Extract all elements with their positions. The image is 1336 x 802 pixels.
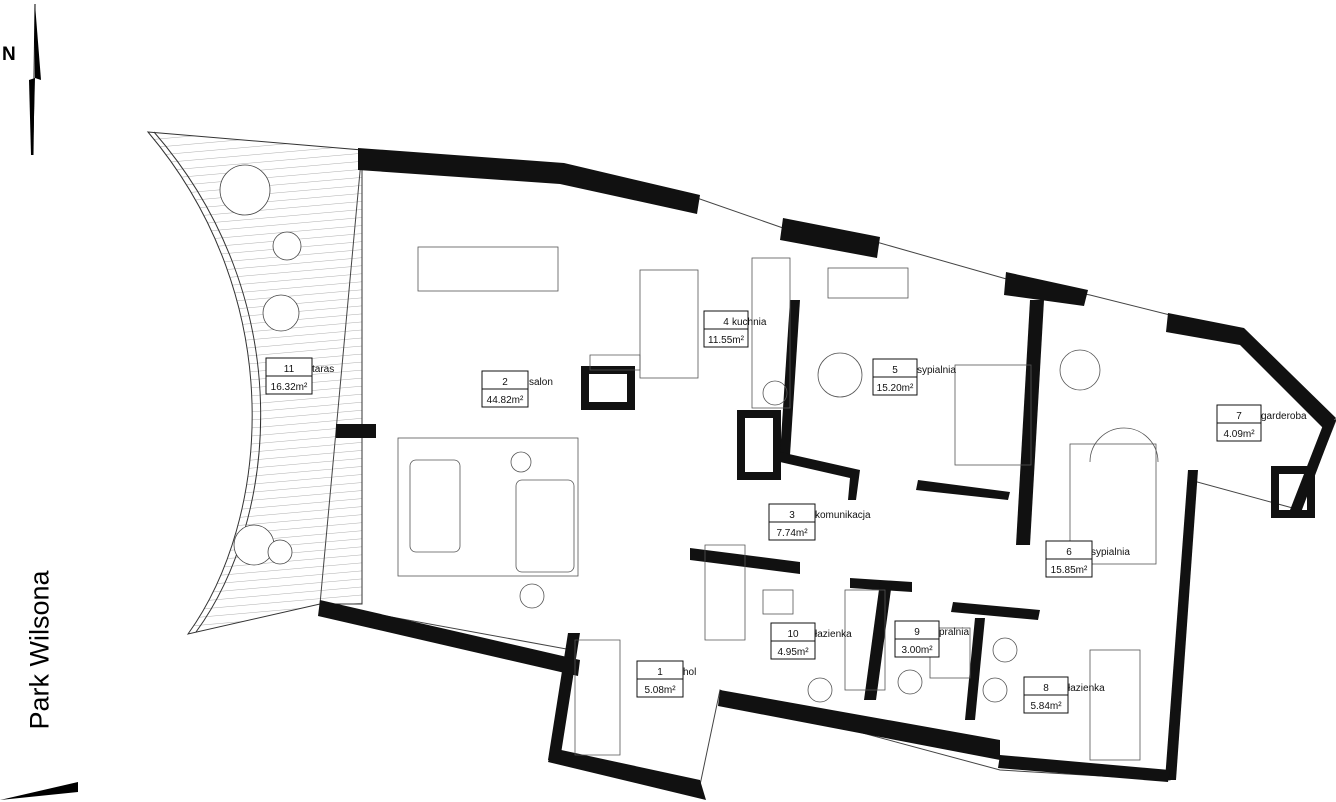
room-label-1: 1 5.08m² hol — [636, 660, 696, 698]
room-area: 5.08m² — [644, 685, 676, 696]
room-label-8: 8 5.84m² łazienka — [1023, 676, 1105, 714]
room-label-4: 4 11.55m² kuchnia — [703, 310, 767, 348]
room-area: 4.09m² — [1223, 429, 1255, 440]
room-name: hol — [683, 667, 696, 678]
room-name: salon — [529, 377, 553, 388]
room-area: 11.55m² — [708, 335, 745, 346]
compass-needle-icon — [29, 3, 41, 156]
room-area: 44.82m² — [487, 395, 524, 406]
compass-north-label: N — [2, 44, 16, 65]
room-area: 4.95m² — [777, 647, 809, 658]
room-label-2: 2 44.82m² salon — [481, 370, 553, 408]
furniture — [397, 246, 1159, 761]
room-name: pralnia — [939, 627, 969, 638]
room-name: komunikacja — [815, 510, 871, 521]
room-number: 4 — [723, 317, 729, 328]
room-label-6: 6 15.85m² sypialnia — [1045, 540, 1130, 578]
room-label-3: 3 7.74m² komunikacja — [768, 503, 871, 541]
room-label-10: 10 4.95m² łazienka — [770, 622, 852, 660]
room-number: 2 — [502, 377, 508, 388]
room-name: sypialnia — [1091, 547, 1130, 558]
room-area: 3.00m² — [901, 645, 933, 656]
room-number: 7 — [1236, 411, 1242, 422]
room-name: taras — [312, 364, 334, 375]
room-area: 15.85m² — [1051, 565, 1088, 576]
room-label-5: 5 15.20m² sypialnia — [872, 358, 956, 396]
room-number: 9 — [914, 627, 920, 638]
walls — [318, 148, 1336, 800]
room-area: 15.20m² — [877, 383, 914, 394]
room-name: sypialnia — [917, 365, 956, 376]
room-name: łazienka — [1068, 683, 1105, 694]
room-name: łazienka — [815, 629, 852, 640]
room-number: 8 — [1043, 683, 1049, 694]
room-number: 6 — [1066, 547, 1072, 558]
room-number: 11 — [284, 364, 295, 375]
room-label-9: 9 3.00m² pralnia — [894, 620, 969, 658]
room-number: 5 — [892, 365, 898, 376]
room-number: 10 — [787, 629, 799, 640]
room-area: 5.84m² — [1030, 701, 1062, 712]
room-number: 3 — [789, 510, 795, 521]
room-name: garderoba — [1261, 411, 1307, 422]
terrace-area — [146, 131, 363, 635]
room-number: 1 — [657, 667, 663, 678]
room-label-7: 7 4.09m² garderoba — [1216, 404, 1307, 442]
street-direction-arrow-icon — [0, 782, 78, 800]
room-area: 16.32m² — [271, 382, 308, 393]
room-name: kuchnia — [732, 317, 767, 328]
room-label-11: 11 16.32m² taras — [265, 357, 334, 395]
room-area: 7.74m² — [776, 528, 808, 539]
